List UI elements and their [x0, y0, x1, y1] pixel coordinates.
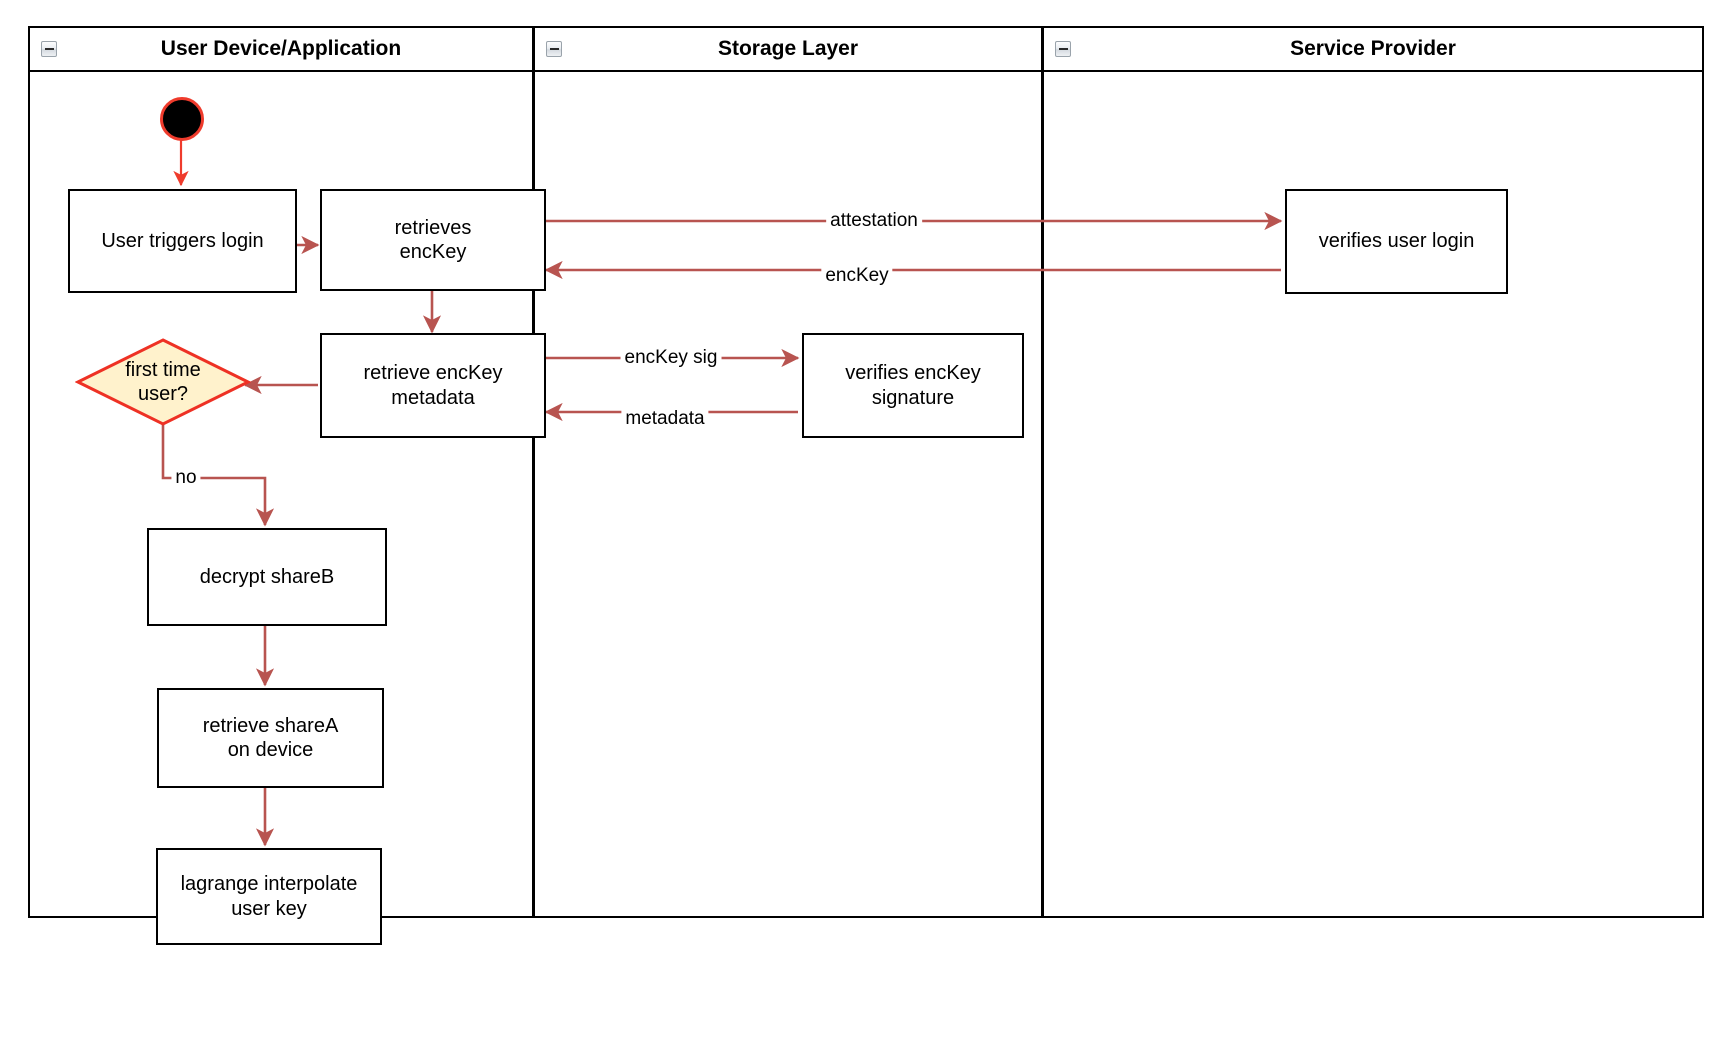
swimlane-storage-layer[interactable]: Storage Layer	[533, 26, 1043, 918]
swimlane-title-service-provider: Service Provider	[1290, 37, 1456, 60]
activity-user-triggers-login[interactable]: User triggers login	[68, 189, 297, 293]
start-node[interactable]	[160, 97, 204, 141]
swimlane-header-user-device: User Device/Application	[30, 28, 532, 72]
activity-verifies-enckey-signature[interactable]: verifies encKey signature	[802, 333, 1024, 438]
activity-lagrange-interpolate-user-key[interactable]: lagrange interpolate user key	[156, 848, 382, 945]
edge-label-metadata: metadata	[621, 408, 709, 430]
edge-label-enckey: encKey	[821, 265, 893, 287]
swimlane-title-storage-layer: Storage Layer	[717, 37, 859, 60]
swimlane-user-device[interactable]: User Device/Application	[28, 26, 534, 918]
decision-first-time-user[interactable]: first time user?	[75, 337, 251, 427]
edge-label-no: no	[171, 467, 201, 489]
collapse-minus-icon[interactable]	[1055, 41, 1071, 57]
edge-label-enckey-sig: encKey sig	[620, 347, 722, 369]
activity-verifies-user-login[interactable]: verifies user login	[1285, 189, 1508, 294]
swimlane-header-storage-layer: Storage Layer	[535, 28, 1041, 72]
swimlane-header-service-provider: Service Provider	[1044, 28, 1702, 72]
activity-retrieves-enckey[interactable]: retrieves encKey	[320, 189, 546, 291]
collapse-minus-icon[interactable]	[546, 41, 562, 57]
swimlane-title-user-device: User Device/Application	[160, 37, 402, 60]
swimlane-service-provider[interactable]: Service Provider	[1042, 26, 1704, 918]
activity-retrieve-sharea-on-device[interactable]: retrieve shareA on device	[157, 688, 384, 788]
decision-diamond-shape	[75, 338, 251, 426]
activity-decrypt-shareb[interactable]: decrypt shareB	[147, 528, 387, 626]
collapse-minus-icon[interactable]	[41, 41, 57, 57]
edge-label-attestation: attestation	[826, 210, 922, 232]
activity-retrieve-enckey-metadata[interactable]: retrieve encKey metadata	[320, 333, 546, 438]
